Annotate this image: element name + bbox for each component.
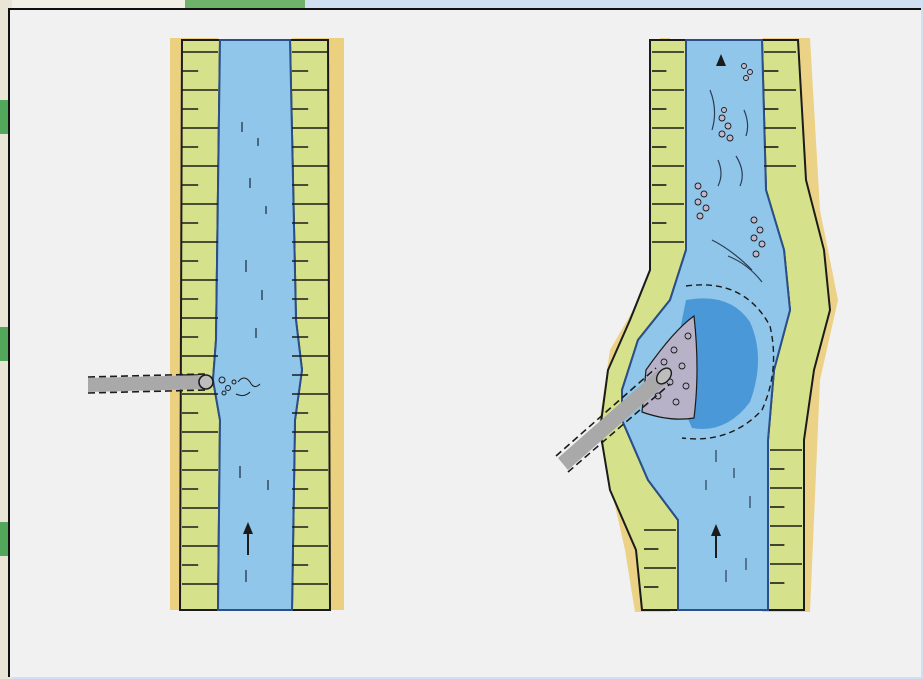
channel-illustration [10,10,921,677]
figure-window [8,8,921,677]
left-bank [180,40,220,610]
channel-water [213,40,302,610]
